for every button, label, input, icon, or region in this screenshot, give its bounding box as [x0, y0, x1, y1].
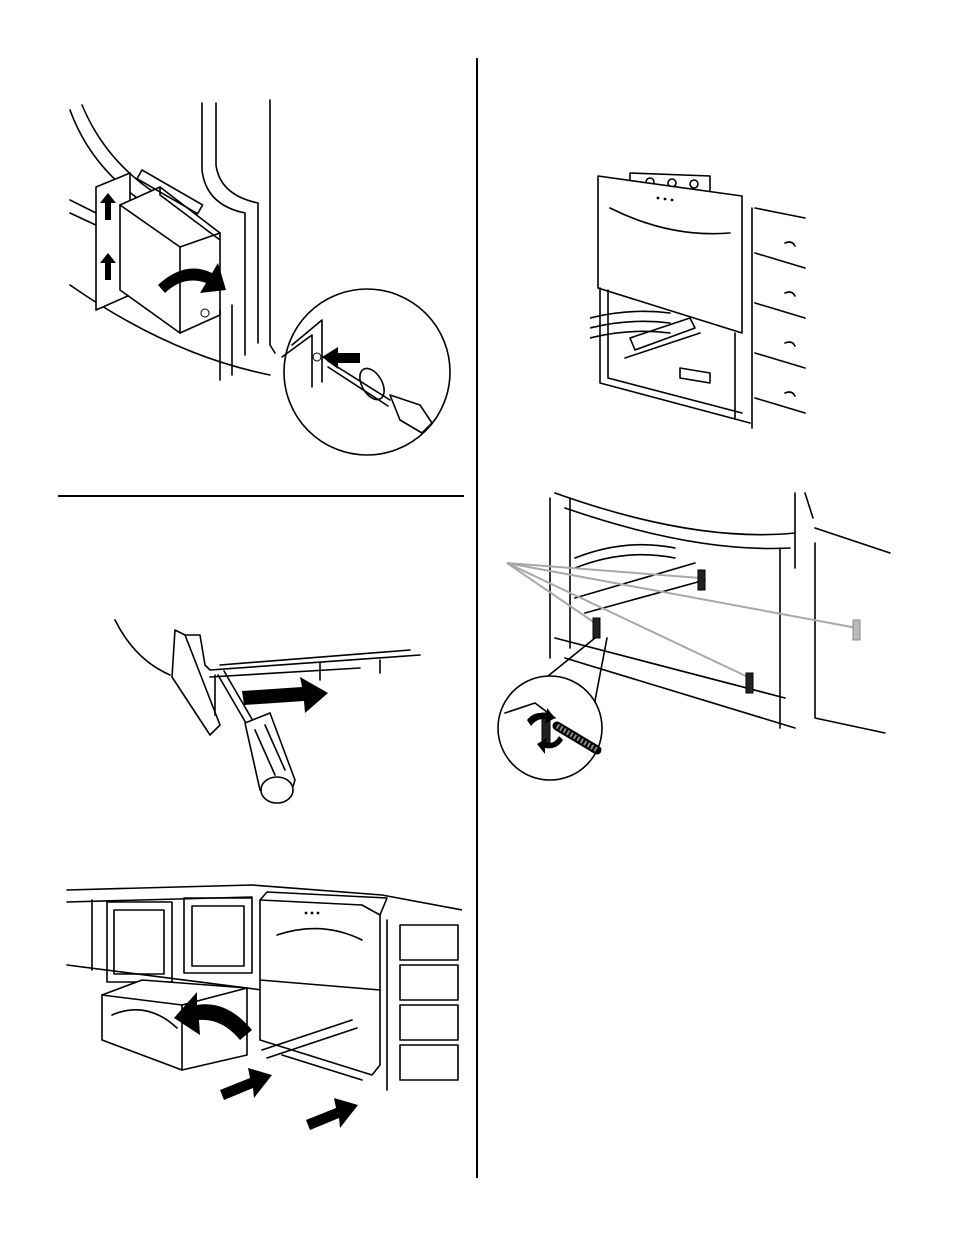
figure-leveling-legs: [495, 488, 895, 783]
figure-level-drawer-front: [590, 168, 810, 443]
figure-drawer-removal: [62, 880, 462, 1130]
figure-junction-box-cover: [60, 95, 460, 465]
callout-lines-icon: [507, 563, 857, 678]
detail-magnifier-icon: [498, 638, 607, 780]
leveling-leg-icon: [593, 570, 860, 693]
drawer-icon: [260, 892, 387, 1075]
junction-box-icon: [120, 170, 220, 333]
section-divider: [58, 495, 464, 497]
figure-release-tab: [110, 605, 430, 810]
push-arrow-icon: [220, 1068, 358, 1130]
column-divider: [476, 58, 478, 1178]
drawer-front-icon: [598, 176, 742, 333]
cabinet-icon: [752, 208, 805, 428]
push-arrow-icon: [242, 677, 328, 713]
detail-magnifier-icon: [282, 289, 450, 455]
